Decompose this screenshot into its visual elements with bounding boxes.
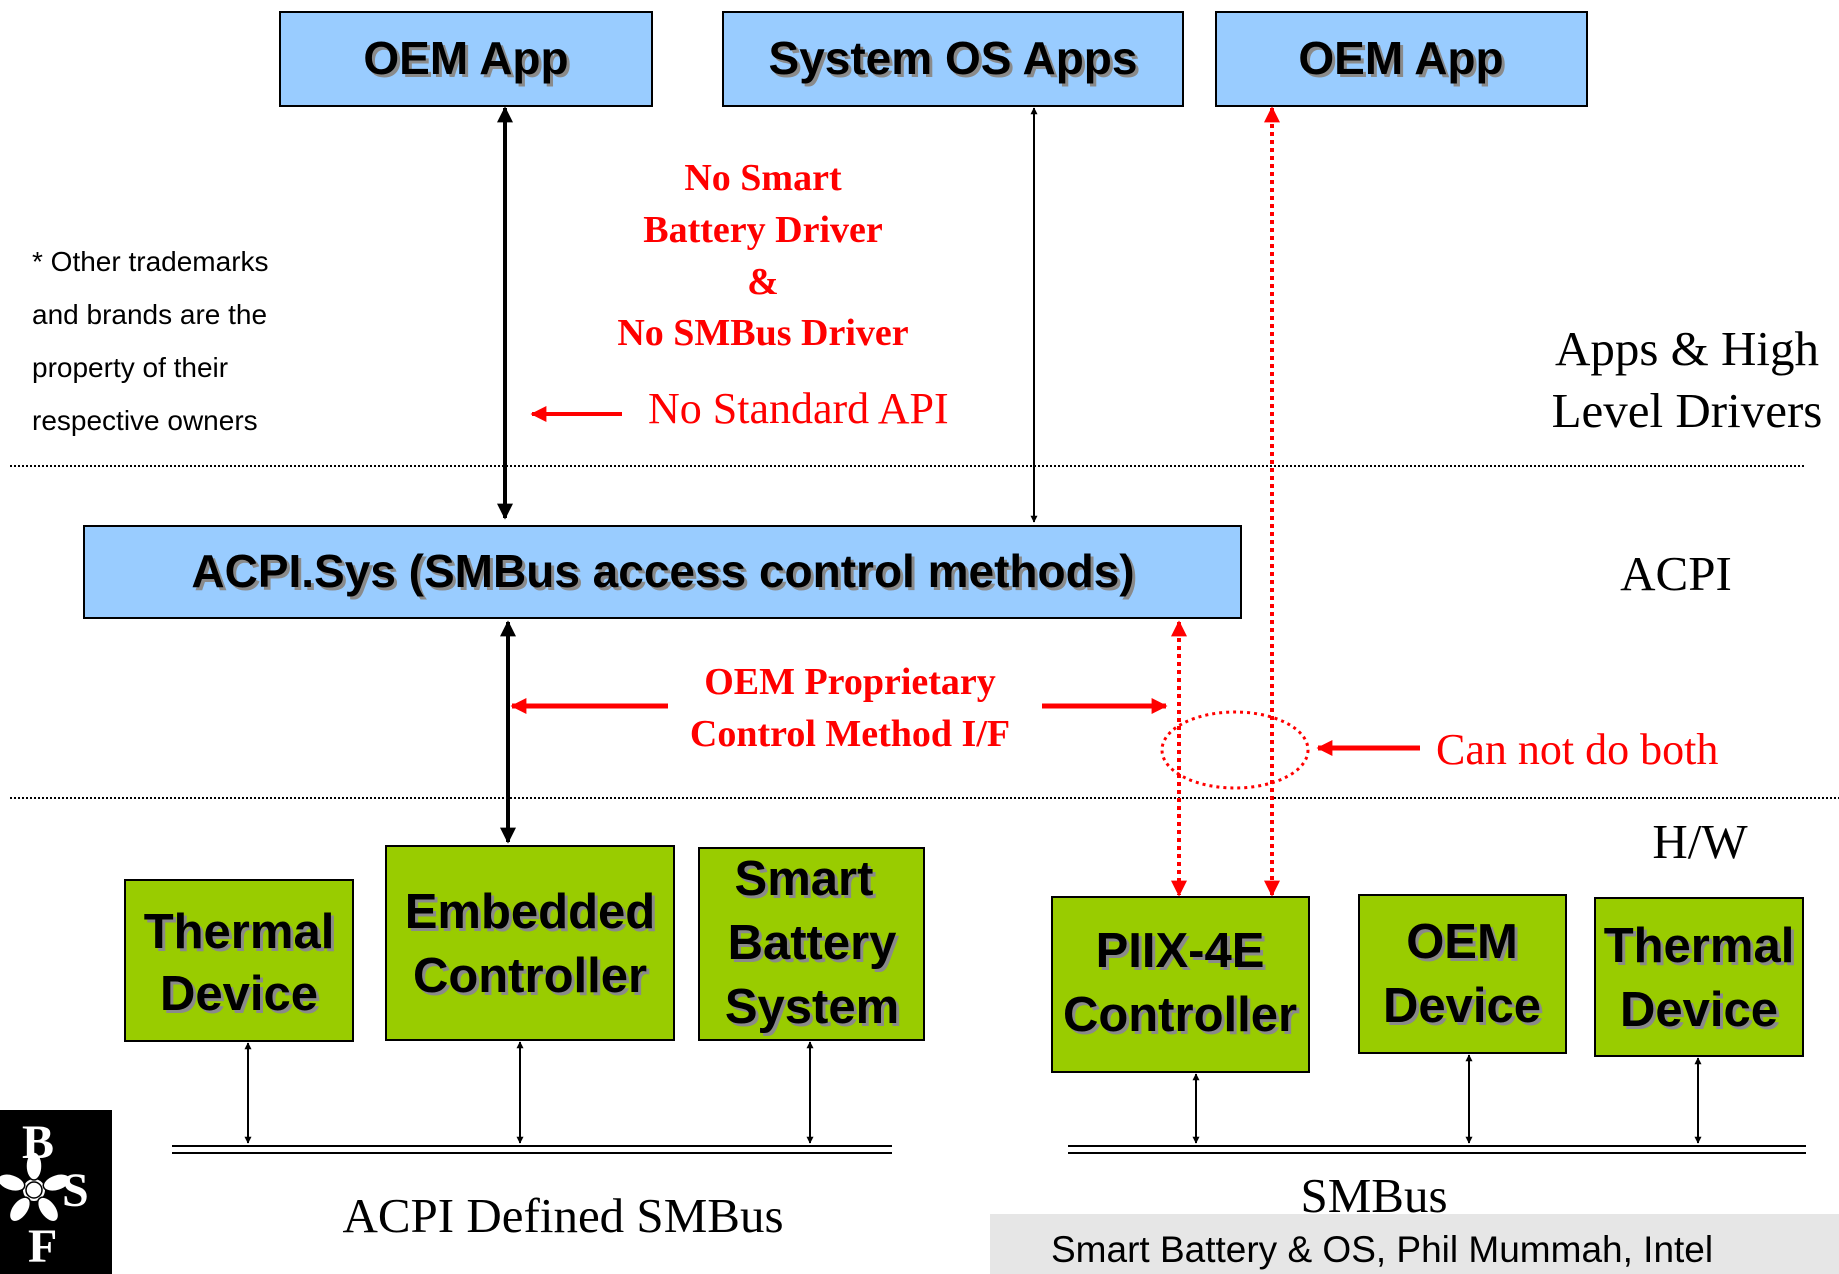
oem-app-right-box: OEM App OEM App	[1215, 11, 1588, 107]
no-driver-line-2: Battery Driver	[643, 209, 883, 251]
oem-device-line-1: OEM	[1406, 915, 1518, 969]
thermal-right-line-1: Thermal	[1604, 919, 1795, 973]
battery-line-3: System	[725, 980, 899, 1034]
acpi-sys-box: ACPI.Sys (SMBus access control methods) …	[83, 525, 1242, 619]
footer-credit: Smart Battery & OS, Phil Mummah, Intel	[1051, 1229, 1713, 1270]
note-line-3: property of their	[32, 352, 228, 383]
no-driver-annotation: No Smart Battery Driver & No SMBus Drive…	[617, 157, 908, 354]
apps-layer-label-line-2: Level Drivers	[1552, 383, 1823, 438]
piix-line-1: PIIX-4E	[1096, 924, 1265, 978]
oem-app-right-label: OEM App	[1298, 32, 1503, 84]
battery-line-1: Smart	[735, 852, 874, 906]
no-driver-line-3: &	[747, 261, 779, 303]
piix-line-2-shadow: Controller	[1066, 991, 1300, 1045]
oem-device-line-1-shadow: OEM	[1409, 918, 1521, 972]
acpi-bus-label: ACPI Defined SMBus	[342, 1188, 783, 1243]
thermal-right-line-2-shadow: Device	[1623, 986, 1781, 1040]
thermal-left-line-2: Device	[160, 967, 318, 1021]
oem-device-line-2: Device	[1383, 979, 1541, 1033]
acpi-layer-label: ACPI	[1620, 546, 1732, 601]
thermal-left-line-1: Thermal	[144, 905, 335, 959]
note-line-2: and brands are the	[32, 299, 267, 330]
battery-line-2-shadow: Battery	[731, 919, 900, 973]
bsf-logo: B S F	[0, 1110, 112, 1274]
no-driver-line-4: No SMBus Driver	[617, 312, 908, 354]
piix-controller-box: PIIX-4E PIIX-4E Controller Controller	[1051, 896, 1310, 1073]
acpi-sys-label: ACPI.Sys (SMBus access control methods)	[191, 545, 1134, 597]
oem-device-line-2-shadow: Device	[1386, 982, 1544, 1036]
smbus-label: SMBus	[1300, 1168, 1447, 1223]
smart-battery-system-box: Smart Smart Battery Battery System Syste…	[698, 847, 925, 1041]
system-os-apps-shadow: System OS Apps	[772, 35, 1141, 87]
thermal-right-line-1-shadow: Thermal	[1607, 922, 1798, 976]
oem-proprietary-line-1: OEM Proprietary	[704, 661, 996, 703]
no-standard-api-label: No Standard API	[648, 384, 949, 433]
embedded-controller-box: Embedded Embedded Controller Controller	[385, 845, 675, 1041]
hw-layer-label: H/W	[1652, 814, 1748, 869]
thermal-device-left-box: Thermal Thermal Device Device	[124, 879, 354, 1042]
apps-layer-label-line-1: Apps & High	[1555, 321, 1819, 376]
thermal-left-line-2-shadow: Device	[163, 970, 321, 1024]
acpi-defined-smbus-line	[172, 1145, 892, 1154]
thermal-left-line-1-shadow: Thermal	[147, 908, 338, 962]
battery-line-1-shadow: Smart	[738, 855, 877, 909]
logo-letter-f: F	[28, 1220, 57, 1273]
note-line-1: * Other trademarks	[32, 246, 269, 277]
acpi-sys-shadow: ACPI.Sys (SMBus access control methods)	[194, 548, 1137, 600]
oem-app-left-label: OEM App	[363, 32, 568, 84]
piix-line-2: Controller	[1063, 988, 1297, 1042]
system-os-apps-label: System OS Apps	[769, 32, 1138, 84]
oem-proprietary-annotation: OEM Proprietary Control Method I/F	[690, 661, 1010, 755]
battery-line-2: Battery	[728, 916, 897, 970]
battery-line-3-shadow: System	[728, 983, 902, 1037]
oem-app-left-shadow: OEM App	[366, 35, 571, 87]
thermal-device-right-box: Thermal Thermal Device Device	[1594, 897, 1804, 1057]
note-line-4: respective owners	[32, 405, 258, 436]
oem-app-left-box: OEM App OEM App	[279, 11, 653, 107]
trademark-note: * Other trademarks and brands are the pr…	[32, 246, 269, 436]
oem-proprietary-line-2: Control Method I/F	[690, 713, 1010, 755]
embedded-line-2: Controller	[413, 949, 647, 1003]
can-not-do-both-label: Can not do both	[1436, 725, 1718, 774]
no-driver-line-1: No Smart	[684, 157, 842, 199]
embedded-line-1-shadow: Embedded	[408, 888, 658, 942]
system-os-apps-box: System OS Apps System OS Apps	[722, 11, 1184, 107]
conflict-ellipse	[1160, 710, 1310, 790]
logo-letter-s: S	[62, 1164, 89, 1217]
piix-line-1-shadow: PIIX-4E	[1099, 927, 1268, 981]
oem-device-box: OEM OEM Device Device	[1358, 894, 1567, 1054]
smbus-line	[1068, 1145, 1806, 1154]
embedded-line-1: Embedded	[405, 885, 655, 939]
embedded-line-2-shadow: Controller	[416, 952, 650, 1006]
footer-background	[990, 1214, 1839, 1274]
oem-app-right-shadow: OEM App	[1301, 35, 1506, 87]
thermal-right-line-2: Device	[1620, 983, 1778, 1037]
logo-letter-b: B	[22, 1116, 54, 1169]
flower-icon	[0, 1151, 72, 1223]
